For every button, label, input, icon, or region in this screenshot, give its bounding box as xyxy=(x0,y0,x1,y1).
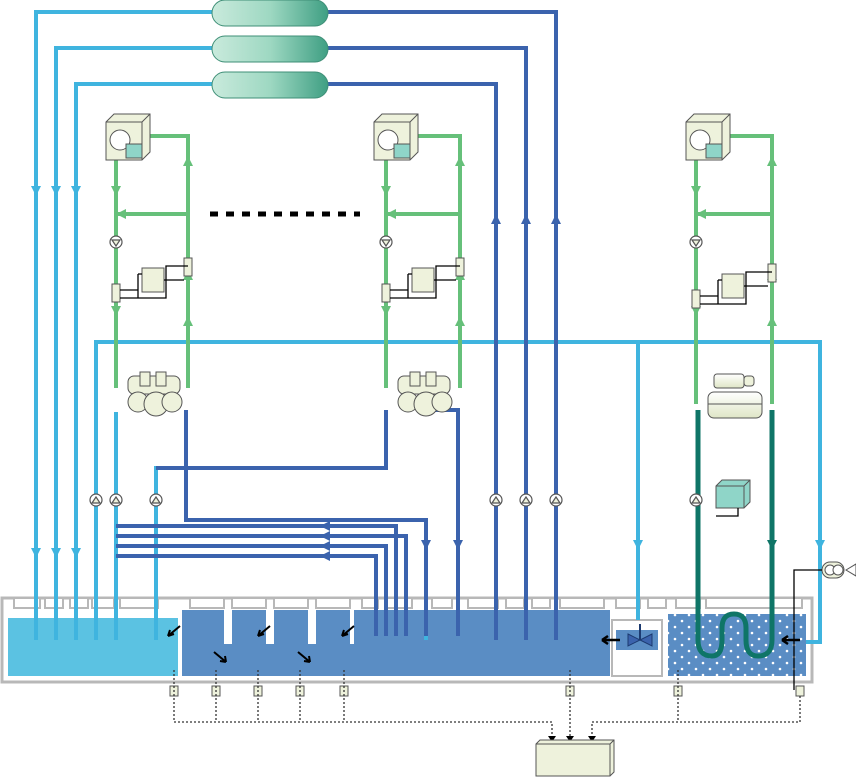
horizontal-storage-tank-icon xyxy=(211,71,329,99)
tank-return-compartment xyxy=(354,610,610,676)
heating-coil xyxy=(695,420,775,659)
control-valve-icon xyxy=(767,263,777,283)
air-handling-unit-icon xyxy=(373,113,419,161)
control-valve-icon xyxy=(381,283,391,303)
control-valve-icon xyxy=(691,289,701,309)
circulation-pump-icon xyxy=(549,493,563,507)
control-valve-icon xyxy=(111,283,121,303)
circulation-pump-icon xyxy=(519,493,533,507)
tank-sensors xyxy=(169,670,805,742)
plate-heat-exchanger-icon xyxy=(141,267,165,293)
chiller-compressor-icon xyxy=(127,371,183,417)
level-sensor-icon xyxy=(795,685,805,697)
control-valve-icon xyxy=(455,257,465,277)
control-assemblies xyxy=(111,257,777,309)
supply-arrowheads xyxy=(31,186,825,558)
circulation-pump-icon xyxy=(379,235,393,249)
signal-arrowheads xyxy=(548,736,596,742)
circulation-pump-icon xyxy=(689,493,703,507)
tank-light-compartment xyxy=(8,618,178,676)
circulation-pump-icon xyxy=(89,493,103,507)
tank-heating-compartment xyxy=(668,614,806,676)
chiller-compressor-icon xyxy=(397,371,453,417)
level-sensor-icon xyxy=(793,561,856,690)
plate-heat-exchanger-icon xyxy=(721,273,745,299)
tank-top-hatches xyxy=(13,597,803,609)
control-valve-icon xyxy=(183,257,193,277)
header-vessels xyxy=(211,0,329,99)
circulation-pump-icon xyxy=(149,493,163,507)
circulation-pump-icon xyxy=(689,235,703,249)
expansion-tank-icon xyxy=(715,479,751,517)
circulation-pump-icon xyxy=(109,493,123,507)
return-lines xyxy=(116,10,558,640)
engine-generator-icon xyxy=(707,373,763,419)
green-loops xyxy=(114,134,774,404)
air-handling-unit-icon xyxy=(105,113,151,161)
circulation-pump-icon xyxy=(109,235,123,249)
flow-arrows-tank xyxy=(167,625,800,663)
air-handler-units xyxy=(105,113,731,161)
circulation-pump-icon xyxy=(489,493,503,507)
horizontal-storage-tank-icon xyxy=(211,0,329,27)
horizontal-storage-tank-icon xyxy=(211,35,329,63)
air-handling-unit-icon xyxy=(685,113,731,161)
return-arrowheads xyxy=(320,214,561,561)
pumps xyxy=(89,235,703,507)
plate-heat-exchanger-icon xyxy=(411,267,435,293)
chillers xyxy=(127,371,763,419)
signal-lines xyxy=(173,670,801,740)
controller-cabinet-icon xyxy=(535,739,615,777)
green-arrowheads xyxy=(111,156,777,326)
